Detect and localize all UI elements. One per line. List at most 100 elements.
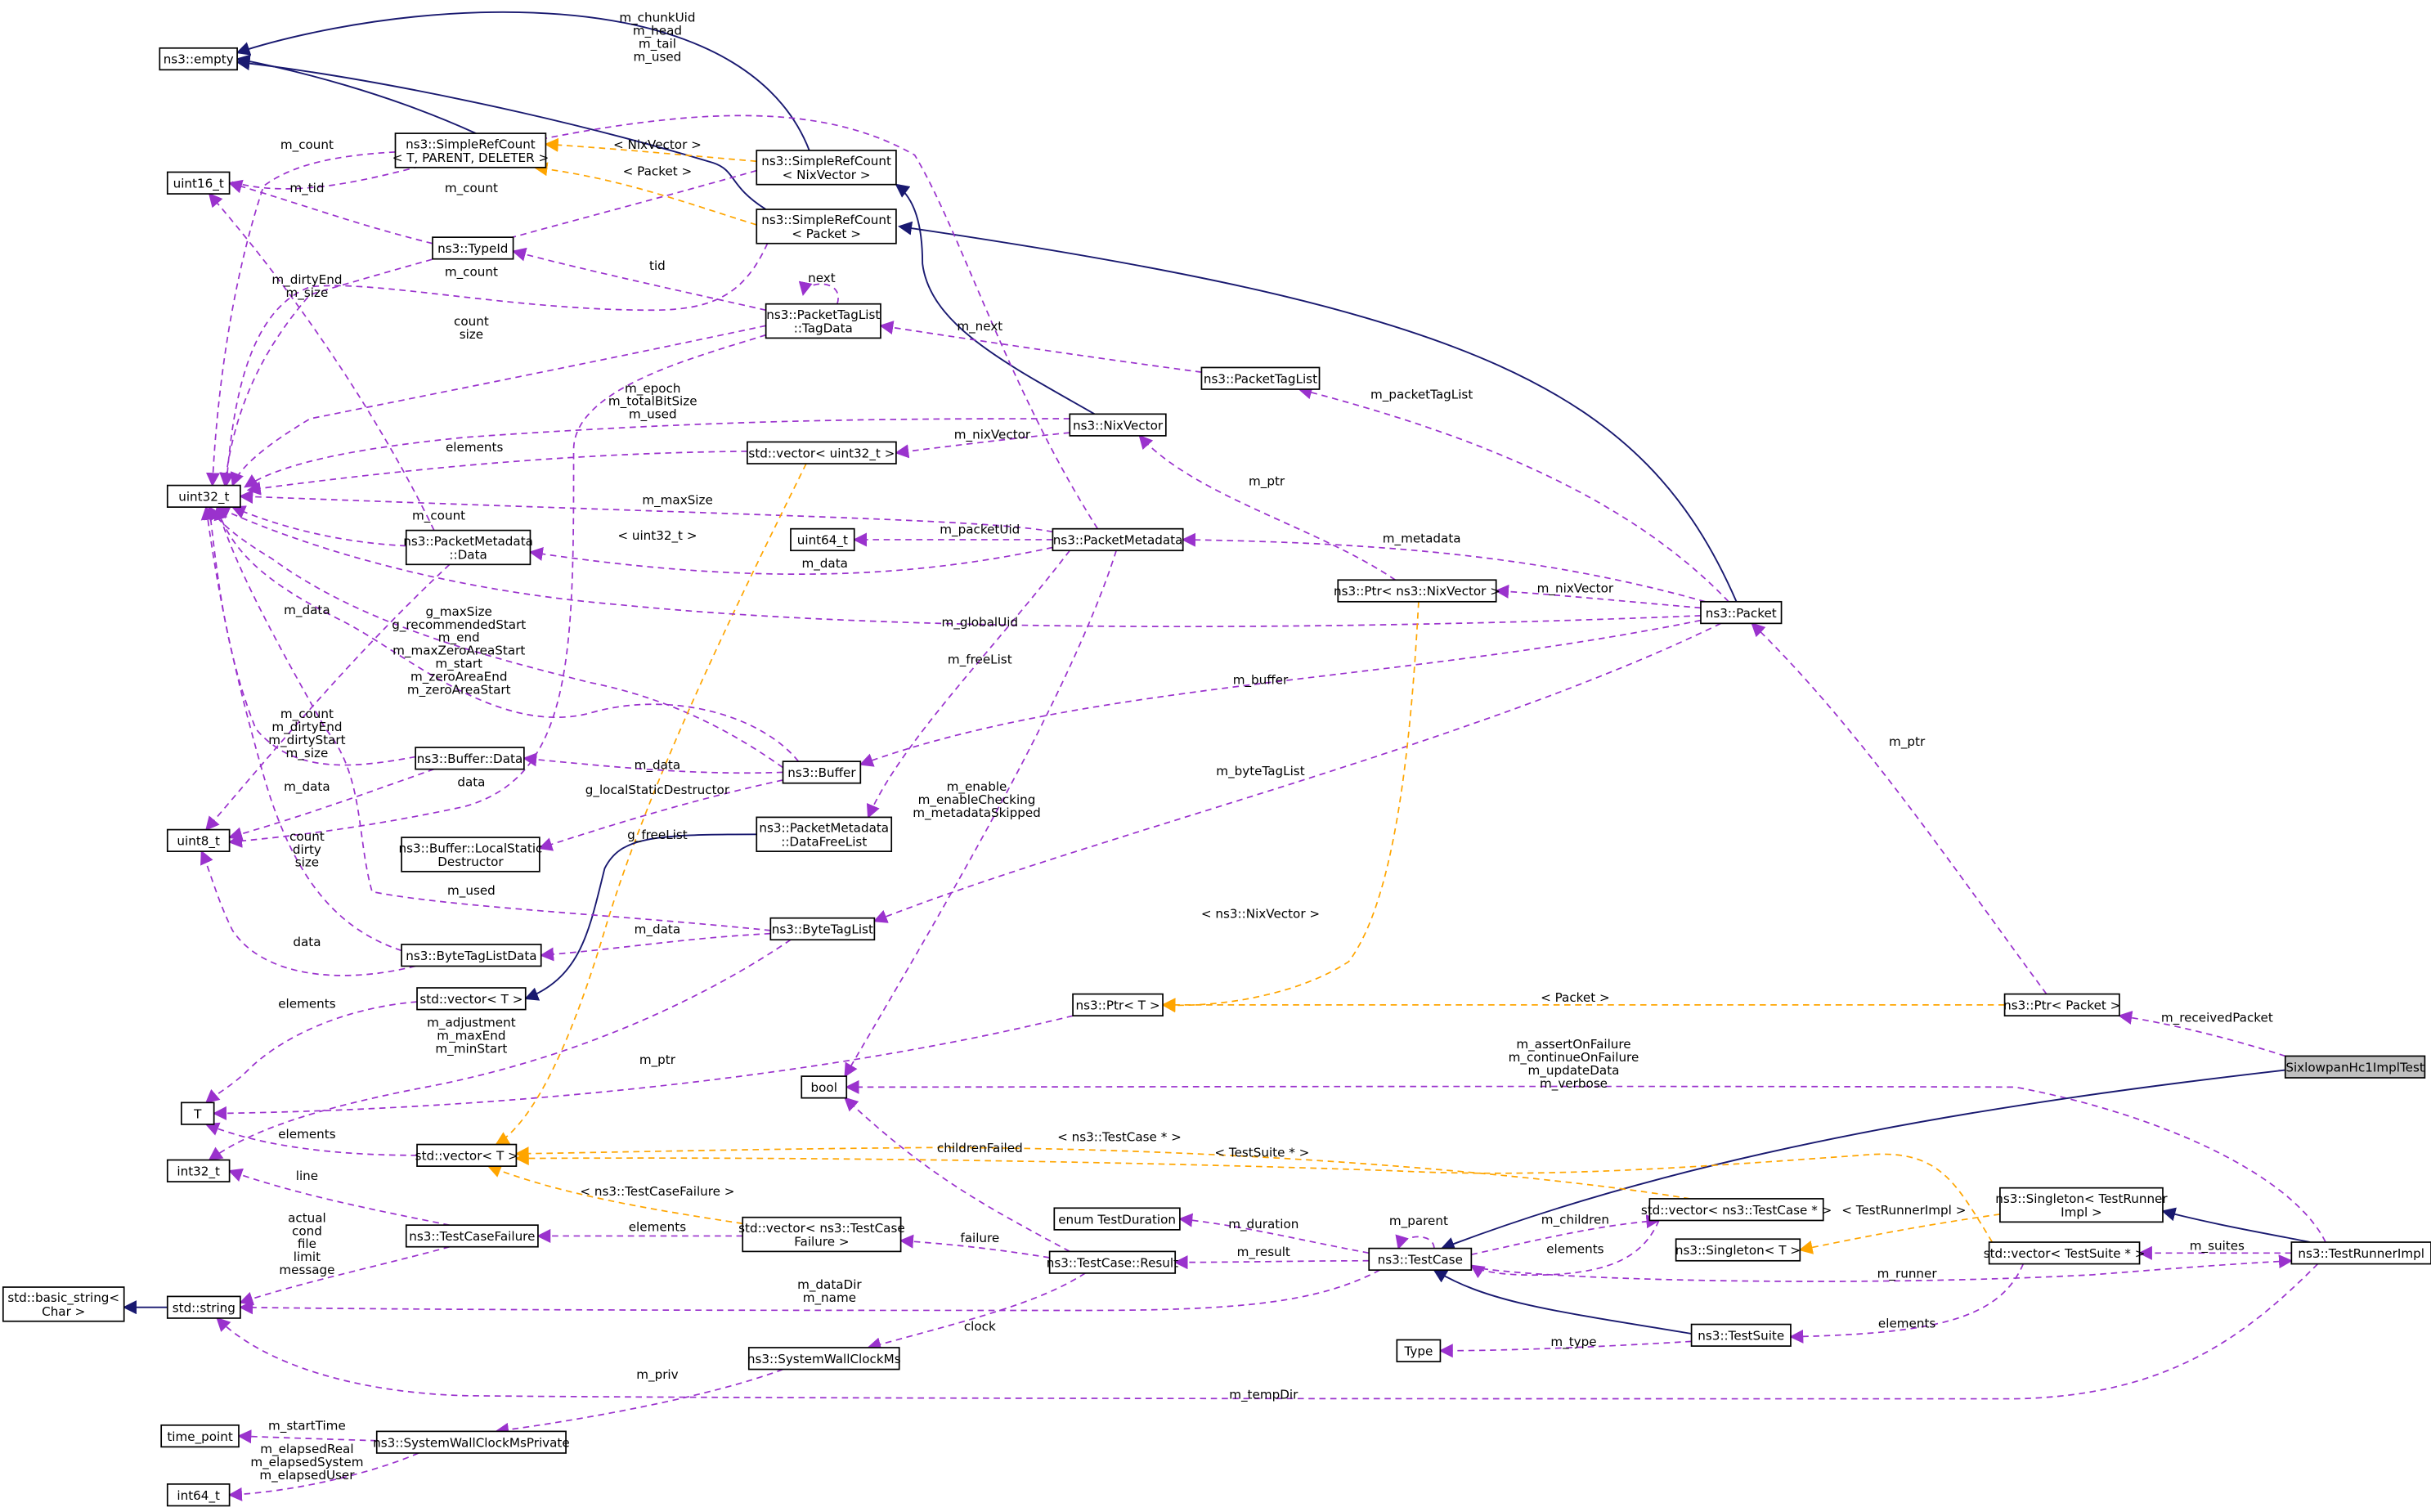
node-label-line: ns3::Buffer (787, 765, 856, 780)
class-node-swcp[interactable]: ns3::SystemWallClockMsPrivate (373, 1430, 570, 1454)
class-node-runner[interactable]: ns3::TestRunnerImpl (2290, 1241, 2431, 1265)
node-label: ns3::SimpleRefCount< Packet > (761, 213, 891, 241)
node-label: ns3::PacketMetadata (1053, 533, 1183, 548)
class-node-pmeta[interactable]: ns3::PacketMetadata (1052, 527, 1184, 552)
edge-label-line: m_metadataSkipped (913, 805, 1041, 821)
class-node-srcNix[interactable]: ns3::SimpleRefCount< NixVector > (756, 150, 897, 186)
node-box (1700, 600, 1783, 625)
edge-label: m_used (447, 883, 496, 899)
class-node-testsuite[interactable]: ns3::TestSuite (1690, 1323, 1792, 1347)
node-label: bool (811, 1080, 837, 1095)
class-node-typeid[interactable]: ns3::TypeId (432, 236, 514, 260)
class-node-int64[interactable]: int64_t (166, 1483, 231, 1507)
member-edge-result-to-swc (867, 1272, 1086, 1352)
class-node-singT[interactable]: ns3::Singleton< T > (1675, 1238, 1801, 1262)
node-label-line: std::string (173, 1300, 235, 1315)
class-node-int32[interactable]: int32_t (166, 1159, 231, 1182)
class-node-basicstr[interactable]: std::basic_string<Char > (2, 1286, 125, 1322)
edge-label-line: m_startTime (268, 1418, 346, 1433)
node-box (1053, 1207, 1181, 1231)
node-box (166, 1295, 241, 1319)
edge-label: tid (649, 258, 666, 273)
node-box (180, 1101, 215, 1125)
template-instance-edge-vectcf-to-vecT2 (487, 1164, 743, 1225)
class-node-vects[interactable]: std::vector< TestSuite * > (1984, 1241, 2146, 1265)
edge-label-line: m_maxZeroAreaStart (392, 644, 525, 659)
class-node-swc[interactable]: ns3::SystemWallClockMs (747, 1347, 901, 1371)
class-node-vecT2[interactable]: std::vector< T > (415, 1143, 518, 1167)
edge-label-line: m_used (634, 49, 682, 65)
edge-label-line: m_count (280, 137, 334, 153)
edge-label-line: actual (288, 1210, 326, 1225)
class-node-ptrnix[interactable]: ns3::Ptr< ns3::NixVector > (1334, 579, 1500, 603)
class-node-srcPkt[interactable]: ns3::SimpleRefCount< Packet > (756, 209, 897, 245)
node-label-line: uint8_t (177, 834, 220, 850)
edge-label: < uint32_t > (617, 528, 697, 544)
member-edge-packet-to-buffer (859, 619, 1702, 767)
member-edge-testcase-to-vectcp (1471, 1214, 1661, 1256)
class-node-tagdata[interactable]: ns3::PacketTagList::TagData (765, 303, 881, 339)
node-box (166, 484, 241, 508)
class-node-uint16[interactable]: uint16_t (166, 171, 231, 195)
edge-label-line: m_count (280, 707, 334, 722)
node-label-line: bool (811, 1080, 837, 1095)
class-node-btld[interactable]: ns3::ByteTagListData (401, 944, 542, 967)
node-label: ns3::TestRunnerImpl (2298, 1246, 2424, 1261)
edge-label: < TestRunnerImpl > (1841, 1203, 1966, 1218)
node-box (747, 441, 897, 464)
node-box (1988, 1241, 2141, 1265)
class-node-vecT1[interactable]: std::vector< T > (416, 987, 527, 1011)
class-node-dfl[interactable]: ns3::PacketMetadata::DataFreeList (756, 816, 893, 852)
class-node-T[interactable]: T (180, 1101, 215, 1125)
edge-label: < NixVector > (613, 137, 702, 152)
class-node-ptrPkt[interactable]: ns3::Ptr< Packet > (2003, 993, 2120, 1017)
node-box (1396, 1339, 1442, 1362)
class-node-result[interactable]: ns3::TestCase::Result (1047, 1250, 1178, 1274)
member-edge-buffer-to-uint32 (213, 505, 800, 762)
edge-label-line: < TestSuite * > (1214, 1146, 1309, 1160)
class-node-bool[interactable]: bool (801, 1075, 848, 1099)
class-node-buffer[interactable]: ns3::Buffer (782, 760, 862, 784)
node-box (782, 760, 862, 784)
node-label-line: < Packet > (792, 227, 861, 241)
class-node-packet[interactable]: ns3::Packet (1700, 600, 1783, 625)
node-label-line: std::vector< uint32_t > (748, 446, 895, 461)
class-node-nixvec[interactable]: ns3::NixVector (1069, 413, 1167, 437)
class-node-uint64[interactable]: uint64_t (790, 527, 855, 552)
node-label: std::vector< TestSuite * > (1984, 1246, 2146, 1261)
class-node-uint8[interactable]: uint8_t (166, 828, 231, 852)
class-node-vecu32[interactable]: std::vector< uint32_t > (747, 441, 897, 464)
edge-label: < ns3::TestCase * > (1057, 1130, 1182, 1145)
edges-layer (122, 11, 2326, 1501)
class-node-tcfail[interactable]: ns3::TestCaseFailure (405, 1224, 539, 1248)
class-node-btl[interactable]: ns3::ByteTagList (769, 917, 876, 941)
node-label-line: ns3::Singleton< T > (1675, 1243, 1801, 1258)
node-label-line: Type (1403, 1344, 1433, 1358)
member-edge-testsuite-to-type (1438, 1340, 1692, 1358)
class-node-enumdur[interactable]: enum TestDuration (1053, 1207, 1181, 1231)
class-node-ptaglist[interactable]: ns3::PacketTagList (1200, 366, 1321, 390)
class-node-timepoint[interactable]: time_point (160, 1424, 240, 1448)
edge-label: m_parent (1389, 1214, 1448, 1229)
class-node-vectcp[interactable]: std::vector< ns3::TestCase * > (1641, 1198, 1832, 1222)
class-node-type[interactable]: Type (1396, 1339, 1442, 1362)
class-node-srcT[interactable]: ns3::SimpleRefCount< T, PARENT, DELETER … (392, 132, 549, 168)
class-node-testcase[interactable]: ns3::TestCase (1368, 1247, 1473, 1272)
member-edge-tagdata-to-tagdata (798, 280, 839, 304)
node-box (765, 303, 881, 339)
member-edge-tagdata-to-uint8 (227, 334, 766, 848)
class-node-empty[interactable]: ns3::empty (159, 47, 238, 71)
node-box (801, 1075, 848, 1099)
class-node-bufdata[interactable]: ns3::Buffer::Data (415, 747, 525, 770)
class-node-string[interactable]: std::string (166, 1295, 241, 1319)
class-node-pmdata[interactable]: ns3::PacketMetadata::Data (403, 529, 533, 566)
class-node-uint32[interactable]: uint32_t (166, 484, 241, 508)
class-node-ptrT[interactable]: ns3::Ptr< T > (1072, 993, 1164, 1017)
edge-label-line: m_totalBitSize (608, 394, 697, 410)
